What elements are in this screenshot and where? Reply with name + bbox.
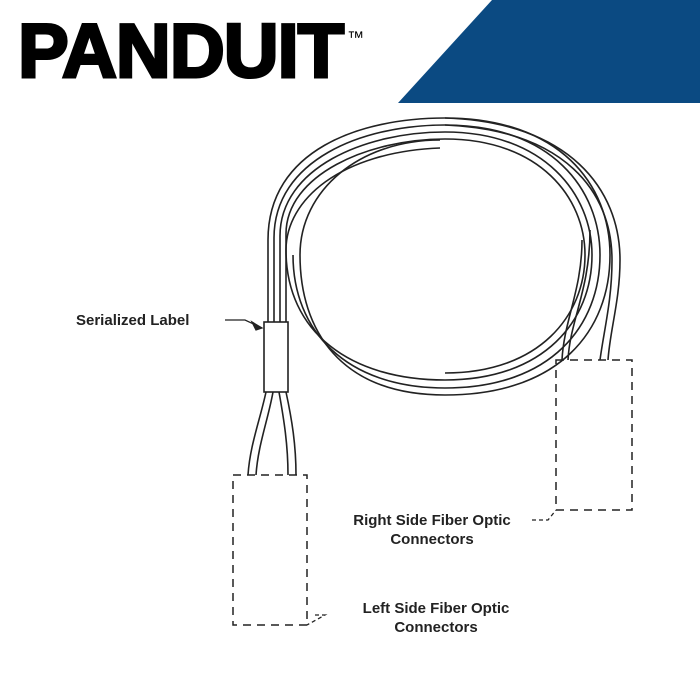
brand-row: PANDUIT ™ xyxy=(16,9,365,94)
right-connector-box xyxy=(555,359,633,511)
cable-coil xyxy=(267,117,621,396)
leader-lines xyxy=(225,319,557,626)
panduit-logo: PANDUIT xyxy=(16,9,345,94)
serialized-label-caption: Serialized Label xyxy=(76,312,190,329)
left-connector-box xyxy=(232,474,308,626)
brand-banner xyxy=(398,0,700,103)
left-connectors-line1: Left Side Fiber Optic xyxy=(362,600,510,617)
left-breakout-legs xyxy=(247,391,297,476)
right-connectors-line2: Connectors xyxy=(390,531,474,548)
left-connectors-line2: Connectors xyxy=(394,619,478,636)
serialized-label-sleeve xyxy=(263,321,289,393)
connector-boxes xyxy=(232,359,633,626)
trademark-symbol: ™ xyxy=(347,28,365,47)
right-connectors-caption: Right Side Fiber Optic Connectors xyxy=(332,511,532,549)
left-connectors-caption: Left Side Fiber Optic Connectors xyxy=(336,599,536,637)
right-connectors-line1: Right Side Fiber Optic xyxy=(353,512,511,529)
